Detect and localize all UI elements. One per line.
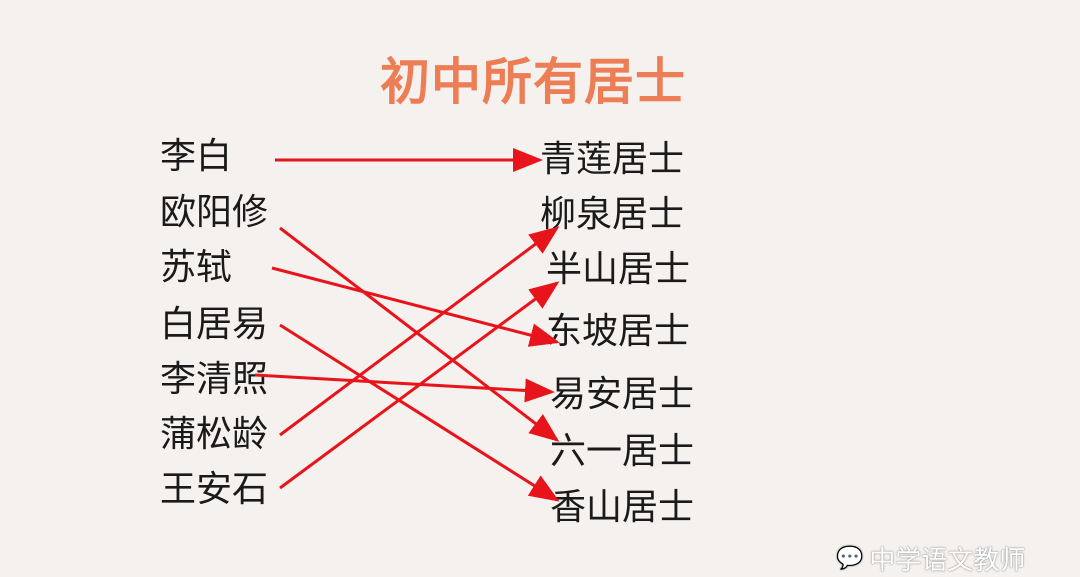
pen-name: 易安居士 — [550, 374, 695, 415]
pen-name: 柳泉居士 — [540, 194, 685, 235]
pen-name: 香山居士 — [550, 487, 695, 528]
person-name: 蒲松龄 — [160, 414, 269, 455]
match-arrow — [254, 373, 555, 403]
person-name: 李清照 — [160, 359, 269, 400]
person-name: 王安石 — [160, 469, 269, 510]
person-name: 白居易 — [160, 304, 269, 345]
watermark-text: 中学语文教师 — [869, 546, 1026, 576]
match-arrow — [279, 226, 560, 442]
match-arrow — [279, 226, 560, 437]
wechat-icon: 💬 — [836, 546, 864, 571]
watermark: 💬 中学语文教师 — [836, 540, 1025, 577]
person-name: 苏轼 — [160, 247, 233, 288]
match-arrow — [279, 323, 560, 502]
match-arrow — [271, 266, 560, 347]
pen-name: 青莲居士 — [540, 139, 685, 180]
pen-name: 东坡居士 — [546, 311, 691, 352]
page-title: 初中所有居士 — [380, 53, 686, 111]
match-arrow — [279, 281, 560, 490]
pen-name: 六一居士 — [550, 431, 695, 472]
person-name: 欧阳修 — [160, 192, 269, 233]
pen-name: 半山居士 — [546, 249, 691, 290]
person-name: 李白 — [160, 136, 233, 177]
